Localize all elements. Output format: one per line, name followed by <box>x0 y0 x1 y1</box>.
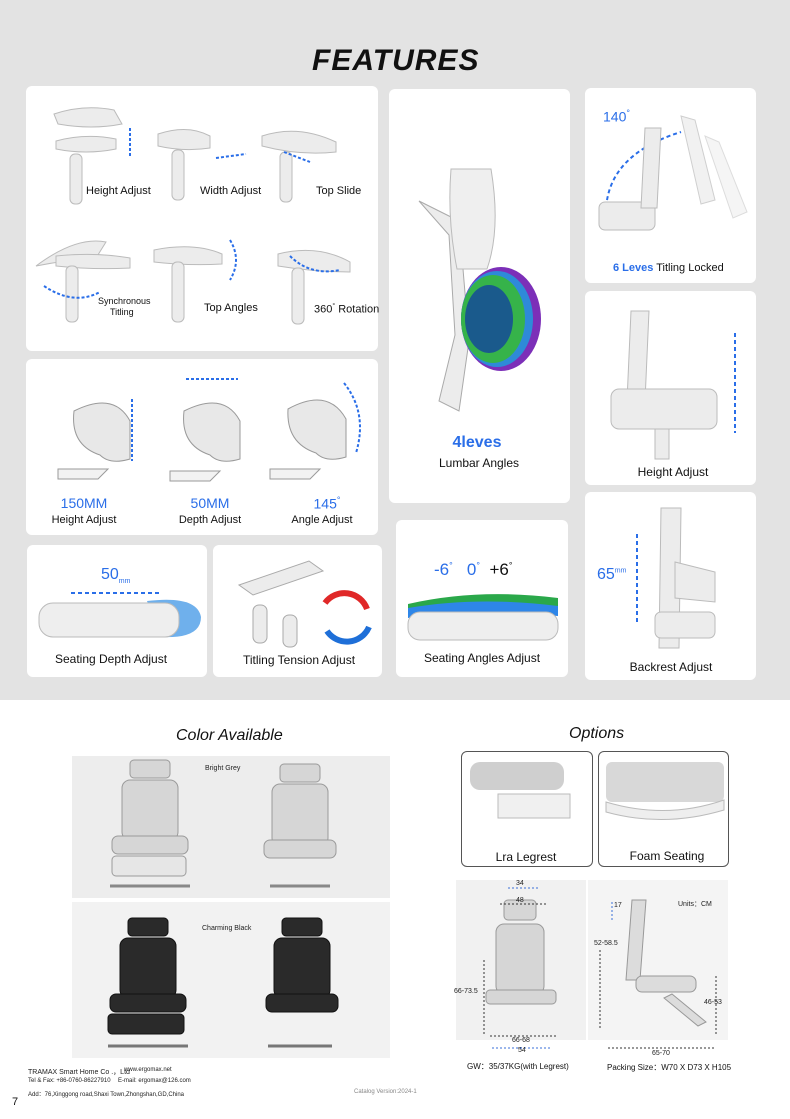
color-title: Color Available <box>176 727 283 744</box>
options-title: Options <box>569 725 625 742</box>
grey-chairs-panel <box>72 756 390 898</box>
arm-slide-label: Top Slide <box>316 185 362 197</box>
backrest-number: 65 <box>597 566 615 583</box>
page-number: 7 <box>12 1096 19 1108</box>
tilt-levels: 6 Leves <box>613 262 654 274</box>
company-name: TRAMAX Smart Home Co .，Ltd <box>28 1069 130 1076</box>
company-address: Add：76,Xinggong road,Shaxi Town,Zhongsha… <box>28 1092 184 1098</box>
head-height-label: Height Adjust <box>51 514 117 526</box>
seat-depth-card: 50mm Seating Depth Adjust <box>27 545 207 677</box>
head-angle-value: 145° <box>314 495 341 512</box>
tension-label: Titling Tension Adjust <box>242 653 356 667</box>
arm-sync-label-2: Titling <box>110 307 134 317</box>
packing-size: Packing Size：W70 X D73 X H105 <box>607 1063 732 1072</box>
company-email: E-mail: ergomax@126.com <box>118 1078 191 1084</box>
rotation-degree: ° <box>332 303 336 310</box>
seat-angle-zero: 0 <box>466 560 477 579</box>
lumbar-label: Lumbar Angles <box>438 456 520 470</box>
color-grey-label: Bright Grey <box>205 765 241 772</box>
headrest-card: 150MM Height Adjust 50MM Depth Adjust 14… <box>26 359 378 535</box>
features-title: FEATURES <box>312 44 480 77</box>
rotation-number: 360 <box>314 303 333 316</box>
seat-depth-illustration <box>38 592 201 638</box>
dim-w66: 66-68 <box>512 1037 530 1044</box>
headrest-illustrations <box>57 378 361 482</box>
head-angle-degree: ° <box>336 495 341 505</box>
foam-label: Foam Seating <box>629 849 705 863</box>
legrest-label: Lra Legrest <box>495 850 557 864</box>
arm-height-label: Height Adjust <box>86 185 151 197</box>
dim-units: Units：CM <box>678 901 712 908</box>
backrest-label: Backrest Adjust <box>629 660 713 674</box>
seat-angle-label: Seating Angles Adjust <box>423 651 541 665</box>
seat-depth-value: 50mm <box>101 566 130 585</box>
seat-depth-number: 50 <box>101 566 119 583</box>
backrest-value: 65mm <box>597 566 626 584</box>
front-view-panel <box>456 880 586 1040</box>
tension-illustration <box>237 560 372 648</box>
rotation-word: Rotation <box>335 303 380 316</box>
armrest-card: Height Adjust Width Adjust Top Slide Syn… <box>26 86 379 351</box>
seat-depth-label: Seating Depth Adjust <box>54 652 168 666</box>
seat-depth-unit: mm <box>118 578 131 586</box>
tilt-angle-number: 140 <box>603 108 627 125</box>
seat-angle-neg-deg: ° <box>449 560 453 571</box>
catalog-version: Catalog Version:2024-1 <box>354 1089 417 1095</box>
tilt-angle-degree: ° <box>626 108 630 118</box>
dim-w65: 65-70 <box>652 1050 670 1057</box>
backrest-illustration <box>636 507 716 649</box>
seat-angle-neg: -6 <box>434 560 450 579</box>
dim-h52: 52-58.5 <box>594 940 618 947</box>
seat-angle-values: -6° 0° +6° <box>434 560 512 580</box>
head-angle-label: Angle Adjust <box>291 514 353 526</box>
arm-rotation-label: 360° Rotation <box>314 303 379 316</box>
tilt-angle: 140° <box>603 108 630 125</box>
dim-h46: 46-53 <box>704 999 722 1006</box>
height-card: Height Adjust <box>585 291 756 485</box>
height-illustration <box>610 310 736 460</box>
dim-h66: 66-73.5 <box>454 988 478 995</box>
dim-w17: 17 <box>614 902 622 909</box>
seat-angle-pos: +6 <box>489 560 509 579</box>
lumbar-value: 4leves <box>452 434 502 451</box>
backrest-card: 65mm Backrest Adjust <box>585 492 756 680</box>
height-label: Height Adjust <box>637 465 709 479</box>
tilt-label-text: Titling Locked <box>653 262 724 274</box>
head-height-value: 150MM <box>60 495 108 511</box>
company-tel: Tel & Fax: +86-0760-86227910 <box>28 1078 111 1084</box>
tension-card: Titling Tension Adjust <box>213 545 382 677</box>
company-web: www.ergomax.net <box>124 1067 172 1073</box>
head-angle-number: 145 <box>313 495 337 512</box>
armrest-illustrations <box>35 107 351 325</box>
seat-angle-illustration <box>407 594 559 641</box>
tilt-label: 6 Leves Titling Locked <box>613 262 724 274</box>
head-depth-value: 50MM <box>190 495 230 511</box>
dim-w48: 48 <box>516 897 524 904</box>
seat-angle-pos-deg: ° <box>508 560 513 571</box>
arm-width-label: Width Adjust <box>200 185 262 197</box>
arm-angles-label: Top Angles <box>204 302 258 314</box>
tilt-card: 140° 6 Leves Titling Locked <box>585 88 756 283</box>
dim-w34: 34 <box>516 880 524 887</box>
seat-angle-zero-deg: ° <box>476 560 480 571</box>
backrest-unit: mm <box>614 567 627 575</box>
gross-weight: GW：35/37KG(with Legrest) <box>467 1062 569 1071</box>
arm-sync-label-1: Synchronous <box>98 296 151 306</box>
lumbar-illustration <box>418 168 541 412</box>
lumbar-card: 4leves Lumbar Angles <box>389 89 570 503</box>
color-black-label: Charming Black <box>202 925 252 932</box>
head-depth-label: Depth Adjust <box>178 514 242 526</box>
tilt-illustration <box>598 115 748 231</box>
seat-angle-card: -6° 0° +6° Seating Angles Adjust <box>396 520 568 677</box>
dim-w54: 54 <box>518 1047 526 1054</box>
